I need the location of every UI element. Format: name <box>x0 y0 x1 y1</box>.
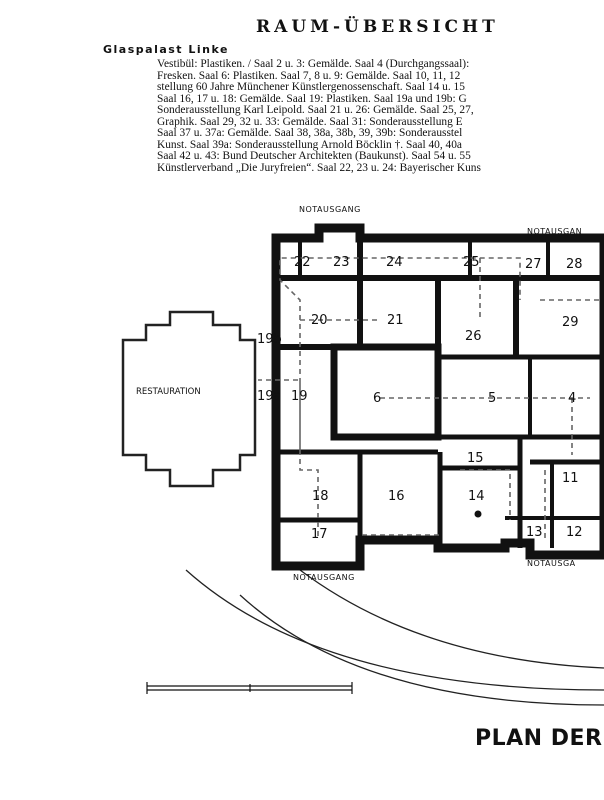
exit-label-bottom: NOTAUSGANG <box>293 573 355 582</box>
exit-label-top-right: NOTAUSGAN <box>527 227 582 236</box>
room-13: 13 <box>526 525 543 540</box>
legend-line: Saal 37 u. 37a: Gemälde. Saal 38, 38a, 3… <box>157 127 463 139</box>
room-23: 23 <box>333 255 350 270</box>
room-25: 25 <box>463 255 480 270</box>
room-15: 15 <box>467 451 484 466</box>
room-24: 24 <box>386 255 403 270</box>
room-19: 19 <box>291 389 308 404</box>
legend-line: Saal 16, 17 u. 18: Gemälde. Saal 19: Pla… <box>157 92 467 105</box>
fountain-marker <box>474 510 482 518</box>
room-18: 18 <box>312 489 329 504</box>
legend-line: Fresken. Saal 6: Plastiken. Saal 7, 8 u.… <box>157 69 461 82</box>
legend-line: stellung 60 Jahre Münchener Künstlergeno… <box>157 81 465 93</box>
road-curve <box>239 594 604 706</box>
room-5: 5 <box>488 391 496 406</box>
legend-line: Sonderausstellung Karl Leipold. Saal 21 … <box>157 104 474 116</box>
room-20: 20 <box>311 313 328 328</box>
road-curve <box>299 569 604 669</box>
restaurant-outline <box>121 310 257 488</box>
legend-line: Saal 42 u. 43: Bund Deutscher Architekte… <box>157 150 471 162</box>
building-outline <box>271 223 604 571</box>
road-curve <box>185 569 604 691</box>
room-6: 6 <box>373 391 381 406</box>
room-26: 26 <box>465 329 482 344</box>
room-11: 11 <box>562 471 579 486</box>
page-title: RAUM-ÜBERSICHT <box>256 17 499 37</box>
room-19a: 19a <box>257 389 282 404</box>
visitor-route <box>258 257 600 540</box>
room-4: 4 <box>568 391 576 406</box>
room-28: 28 <box>566 257 583 272</box>
room-14: 14 <box>468 489 485 504</box>
room-12: 12 <box>566 525 583 540</box>
section-title: Glaspalast Linke <box>103 43 229 56</box>
room-29: 29 <box>562 315 579 330</box>
legend-line: Kunst. Saal 39a: Sonderausstellung Arnol… <box>157 138 462 151</box>
legend-line: Vestibül: Plastiken. / Saal 2 u. 3: Gemä… <box>157 59 470 70</box>
exit-label-top: NOTAUSGANG <box>299 205 361 214</box>
restaurant-label: RESTAURATION <box>136 387 201 397</box>
room-21: 21 <box>387 313 404 328</box>
room-legend: Vestibül: Plastiken. / Saal 2 u. 3: Gemä… <box>157 59 604 174</box>
central-hall <box>330 343 442 441</box>
room-27: 27 <box>525 257 542 272</box>
room-19b: 19b <box>257 332 282 347</box>
room-22: 22 <box>294 255 311 270</box>
plan-title: PLAN DER <box>475 726 603 751</box>
room-16: 16 <box>388 489 405 504</box>
room-17: 17 <box>311 527 328 542</box>
exit-label-bottom-right: NOTAUSGA <box>527 559 576 568</box>
legend-line: Graphik. Saal 29, 32 u. 33: Gemälde. Saa… <box>157 115 463 128</box>
legend-line: Künstlerverband „Die Juryfreien“. Saal 2… <box>157 161 481 174</box>
